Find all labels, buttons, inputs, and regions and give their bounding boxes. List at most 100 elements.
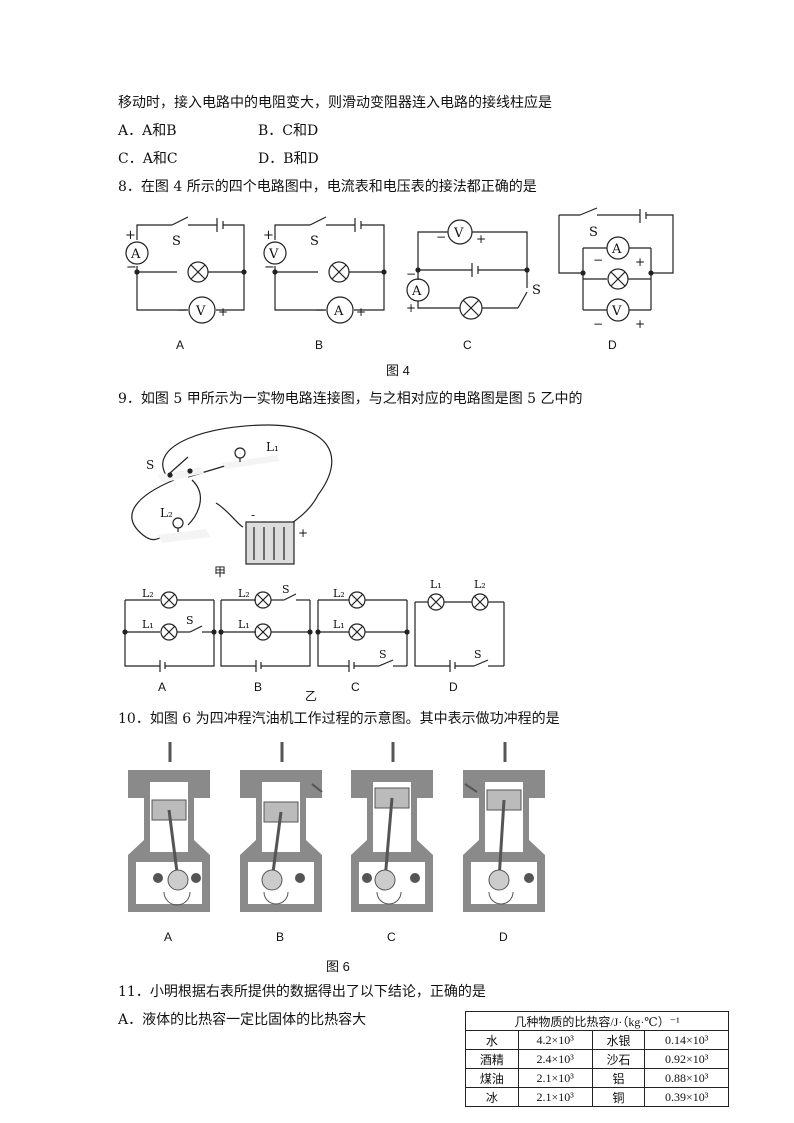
fig4-label-b: B — [315, 338, 324, 352]
fig6-label-a: A — [164, 930, 173, 944]
table-cell: 2.1×10³ — [517, 1068, 593, 1088]
voltmeter-symbol: V — [453, 226, 464, 241]
q7-option-b: B．C和D — [258, 123, 319, 139]
switch-label: S — [589, 225, 598, 240]
switch-label: S — [532, 283, 541, 298]
minus-sign: − — [264, 260, 275, 275]
table-cell: 水银 — [591, 1030, 646, 1050]
lamp-l2-label: L₂ — [333, 587, 345, 600]
fig6-engine-d — [463, 742, 545, 912]
table-title: 几种物质的比热容/J·（kg·℃）⁻¹ — [465, 1011, 729, 1031]
minus-sign: − — [126, 260, 137, 275]
lamp-l1-label: L₁ — [430, 578, 442, 591]
lamp-l1-label: L₁ — [238, 618, 250, 631]
ammeter-symbol: A — [411, 284, 422, 299]
minus-sign: − — [593, 253, 603, 267]
plus-sign: + — [476, 232, 486, 246]
switch-label: S — [474, 648, 482, 661]
minus-sign: − — [406, 267, 416, 281]
table-cell: 0.39×10³ — [644, 1087, 729, 1107]
table-cell: 4.2×10³ — [517, 1030, 593, 1050]
fig4-circuit-a: A V S + − − + — [125, 216, 247, 324]
q10-stem: 10．如图 6 为四冲程汽油机工作过程的示意图。其中表示做功冲程的是 — [118, 711, 560, 727]
q8-stem: 8．在图 4 所示的四个电路图中，电流表和电压表的接法都正确的是 — [118, 179, 537, 195]
fig5-label-c: C — [351, 680, 360, 694]
q7-option-a: A．A和B — [118, 123, 177, 139]
ammeter-symbol: A — [130, 247, 141, 262]
table-cell: 煤油 — [465, 1068, 519, 1088]
fig4-label-a: A — [176, 338, 185, 352]
q11-option-a: A．液体的比热容一定比固体的比热容大 — [118, 1012, 367, 1028]
fig6-label-c: C — [387, 930, 396, 944]
table-cell: 2.4×10³ — [517, 1049, 593, 1069]
lamp-l2-label: L₂ — [142, 587, 154, 600]
specific-heat-table: 几种物质的比热容/J·（kg·℃）⁻¹ 水 4.2×10³ 水银 0.14×10… — [465, 1011, 729, 1107]
plus-sign: + — [263, 228, 274, 243]
q11-stem: 11．小明根据右表所提供的数据得出了以下结论，正确的是 — [118, 984, 486, 1000]
table-cell: 铜 — [591, 1087, 646, 1107]
table-cell: 0.92×10³ — [644, 1049, 729, 1069]
fig6-engine-b — [240, 742, 323, 912]
switch-label: S — [310, 234, 319, 249]
fig6-engine-a — [128, 742, 210, 912]
fig6-label-d: D — [499, 930, 508, 944]
table-row: 水 4.2×10³ 水银 0.14×10³ — [465, 1030, 729, 1050]
fig5-circuit-a: L₂ L₁ S — [122, 587, 217, 672]
table-cell: 水 — [465, 1030, 519, 1050]
lamp-l1-label: L₁ — [333, 618, 345, 631]
ammeter-symbol: A — [333, 304, 344, 319]
voltmeter-symbol: V — [268, 247, 279, 262]
fig4-circuit-d: A V S − + − + — [558, 207, 674, 331]
fig5-circuit-b: L₂ L₁ S — [218, 583, 313, 672]
fig5-circuit-c: L₂ L₁ S — [315, 587, 410, 672]
switch-label: S — [172, 234, 181, 249]
table-cell: 铝 — [591, 1068, 646, 1088]
fig5-circuit-d: L₁ L₂ S — [414, 578, 505, 672]
minus-sign: − — [436, 230, 446, 244]
minus-sign: − — [177, 303, 187, 317]
plus-sign: + — [356, 305, 366, 319]
table-cell: 酒精 — [465, 1049, 519, 1069]
figure-4-caption: 图 4 — [386, 363, 410, 378]
plus-sign: + — [635, 255, 645, 269]
plus-sign: + — [218, 305, 228, 319]
table-cell: 0.14×10³ — [644, 1030, 729, 1050]
fig5-label-a: A — [158, 680, 167, 694]
battery-minus: - — [251, 508, 255, 522]
voltmeter-symbol: V — [611, 304, 622, 319]
q7-stem: 移动时，接入电路中的电阻变大，则滑动变阻器连入电路的接线柱应是 — [118, 95, 552, 111]
lamp-l1-label: L₁ — [142, 618, 154, 631]
ammeter-symbol: A — [611, 242, 622, 257]
table-row: 冰 2.1×10³ 铜 0.39×10³ — [465, 1087, 729, 1107]
switch-label: S — [146, 458, 154, 472]
fig4-circuit-c: V A S − + − + — [406, 219, 541, 320]
figure-6-caption: 图 6 — [326, 959, 350, 974]
switch-label: S — [282, 583, 290, 596]
fig5-yi-label: 乙 — [305, 689, 318, 703]
fig5-jia-label: 甲 — [214, 565, 227, 579]
plus-sign: + — [635, 317, 645, 331]
table-row: 酒精 2.4×10³ 沙石 0.92×10³ — [465, 1049, 729, 1069]
table-row: 煤油 2.1×10³ 铝 0.88×10³ — [465, 1068, 729, 1088]
table-cell: 0.88×10³ — [644, 1068, 729, 1088]
plus-sign: + — [125, 228, 136, 243]
fig6-engine-c — [351, 742, 433, 912]
lamp-l2-label: L₂ — [238, 587, 250, 600]
fig5-label-b: B — [254, 680, 263, 694]
q7-option-d: D．B和D — [258, 151, 319, 167]
table-cell: 沙石 — [591, 1049, 646, 1069]
lamp-l2-label: L₂ — [474, 578, 486, 591]
voltmeter-symbol: V — [195, 304, 206, 319]
fig5-label-d: D — [449, 680, 458, 694]
table-cell: 2.1×10³ — [517, 1087, 593, 1107]
fig4-circuit-b: V A S + − − + — [263, 216, 387, 324]
fig4-label-c: C — [463, 338, 472, 352]
fig6-label-b: B — [276, 930, 285, 944]
battery-plus: + — [298, 526, 308, 540]
minus-sign: − — [593, 317, 603, 331]
q9-stem: 9．如图 5 甲所示为一实物电路连接图，与之相对应的电路图是图 5 乙中的 — [118, 391, 583, 407]
lamp-l1-label: L₁ — [266, 440, 279, 454]
plus-sign: + — [406, 301, 416, 315]
switch-label: S — [186, 614, 194, 627]
switch-label: S — [379, 648, 387, 661]
